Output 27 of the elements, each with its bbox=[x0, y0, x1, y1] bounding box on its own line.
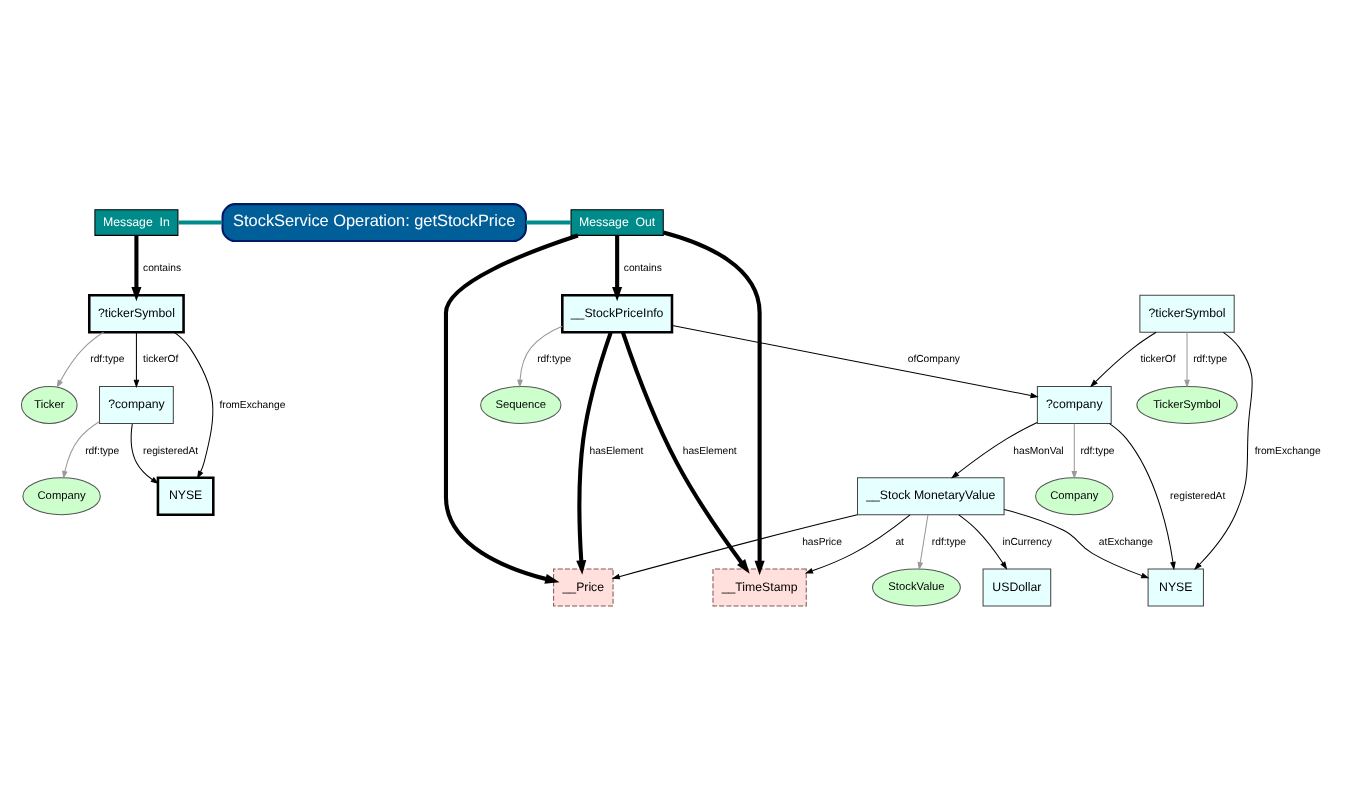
arrow bbox=[1003, 509, 1150, 579]
arrow bbox=[662, 230, 765, 576]
arrow bbox=[56, 331, 104, 389]
arrow bbox=[517, 325, 563, 388]
arrow bbox=[671, 325, 1039, 399]
arrow bbox=[1109, 423, 1176, 571]
arrow bbox=[443, 233, 579, 584]
connector bbox=[178, 220, 223, 225]
node-box: StockService Operation: getStockPrice bbox=[221, 203, 527, 243]
arrow bbox=[1071, 423, 1078, 480]
arrow bbox=[130, 423, 159, 484]
arrow bbox=[804, 514, 911, 574]
arrow bbox=[1184, 331, 1190, 388]
arrow bbox=[131, 235, 142, 302]
arrow bbox=[173, 331, 214, 479]
arrow bbox=[611, 514, 858, 580]
arrow bbox=[951, 422, 1038, 479]
arrow bbox=[1090, 331, 1157, 388]
arrow bbox=[576, 331, 613, 575]
arrow bbox=[621, 331, 750, 574]
arrow bbox=[1194, 331, 1253, 570]
arrow bbox=[917, 514, 929, 571]
connector bbox=[526, 220, 571, 225]
arrow bbox=[612, 235, 623, 302]
arrow bbox=[958, 514, 1008, 570]
arrow bbox=[133, 331, 140, 388]
arrow bbox=[62, 421, 100, 480]
